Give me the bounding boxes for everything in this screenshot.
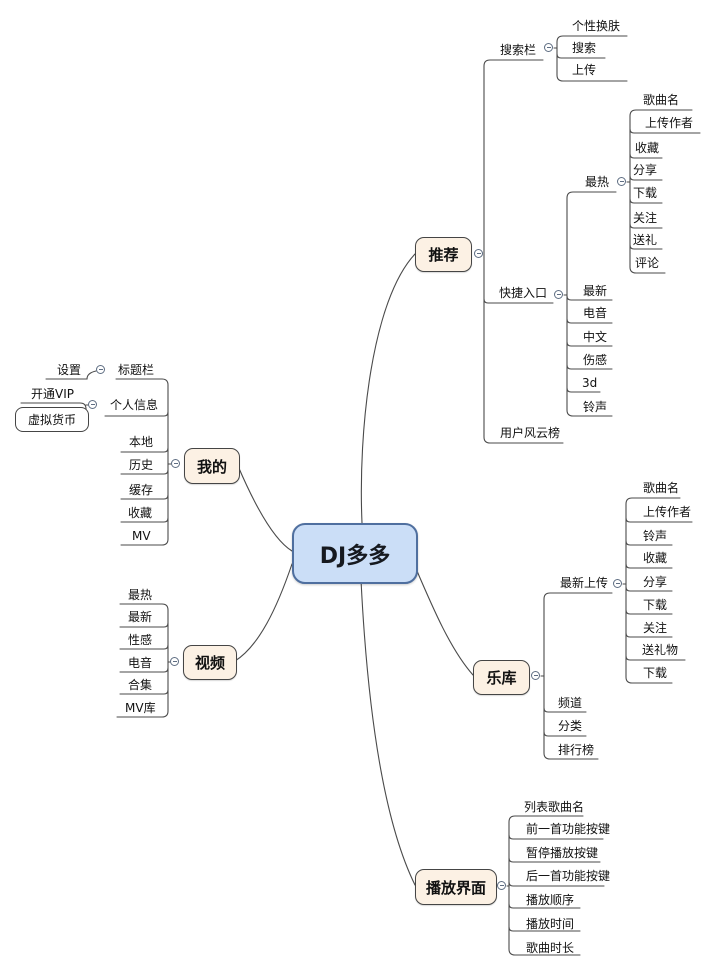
node-mv-library[interactable]: MV库 xyxy=(125,701,156,715)
node-favorite-1[interactable]: 收藏 xyxy=(635,141,660,155)
collapse-icon-hottest[interactable] xyxy=(617,177,626,186)
node-user-ranking[interactable]: 用户风云榜 xyxy=(500,426,561,440)
node-latest-upload[interactable]: 最新上传 xyxy=(560,576,609,590)
node-channel[interactable]: 频道 xyxy=(558,696,583,710)
node-follow-2[interactable]: 关注 xyxy=(643,621,668,635)
node-pause-button[interactable]: 暂停播放按键 xyxy=(526,846,599,860)
node-skin[interactable]: 个性换肤 xyxy=(572,19,621,33)
collapse-icon-recommend[interactable] xyxy=(474,249,483,258)
node-history[interactable]: 历史 xyxy=(129,458,154,472)
node-title-bar[interactable]: 标题栏 xyxy=(118,363,155,377)
node-category[interactable]: 分类 xyxy=(558,719,583,733)
collapse-icon-profile[interactable] xyxy=(88,400,97,409)
collapse-icon-search-bar[interactable] xyxy=(544,43,553,52)
node-mv[interactable]: MV xyxy=(132,529,151,543)
collapse-icon-mine[interactable] xyxy=(171,459,180,468)
node-search[interactable]: 搜索 xyxy=(572,41,597,55)
node-settings[interactable]: 设置 xyxy=(57,363,82,377)
node-upload[interactable]: 上传 xyxy=(572,63,597,77)
node-local[interactable]: 本地 xyxy=(129,435,154,449)
collapse-icon-music-library[interactable] xyxy=(531,671,540,680)
topic-recommend[interactable]: 推荐 xyxy=(415,237,472,272)
node-gift-1[interactable]: 送礼 xyxy=(633,233,658,247)
node-ringtone-2[interactable]: 铃声 xyxy=(643,529,668,543)
node-next-button[interactable]: 后一首功能按键 xyxy=(526,869,611,883)
node-electronic-1[interactable]: 电音 xyxy=(583,306,608,320)
collapse-icon-latest-upload[interactable] xyxy=(613,579,622,588)
node-sad[interactable]: 伤感 xyxy=(583,353,608,367)
node-vip[interactable]: 开通VIP xyxy=(31,387,74,401)
node-newest-2[interactable]: 最新 xyxy=(128,610,153,624)
node-ranking[interactable]: 排行榜 xyxy=(558,743,595,757)
node-collection[interactable]: 合集 xyxy=(128,678,153,692)
collapse-icon-title-bar[interactable] xyxy=(96,365,105,374)
node-song-name-2[interactable]: 歌曲名 xyxy=(643,481,680,495)
node-list-song-name[interactable]: 列表歌曲名 xyxy=(524,800,585,814)
collapse-icon-player-ui[interactable] xyxy=(497,881,506,890)
node-electronic-2[interactable]: 电音 xyxy=(128,656,153,670)
node-download-3[interactable]: 下载 xyxy=(643,666,668,680)
node-favorite-2[interactable]: 收藏 xyxy=(128,506,153,520)
node-play-time[interactable]: 播放时间 xyxy=(526,917,575,931)
node-song-duration[interactable]: 歌曲时长 xyxy=(526,941,575,955)
node-download-2[interactable]: 下载 xyxy=(643,598,668,612)
node-sexy[interactable]: 性感 xyxy=(128,633,153,647)
node-chinese[interactable]: 中文 xyxy=(583,330,608,344)
node-prev-button[interactable]: 前一首功能按键 xyxy=(526,822,611,836)
node-ringtone-1[interactable]: 铃声 xyxy=(583,400,608,414)
node-uploader-2[interactable]: 上传作者 xyxy=(643,505,692,519)
node-favorite-3[interactable]: 收藏 xyxy=(643,551,668,565)
node-share-1[interactable]: 分享 xyxy=(633,163,658,177)
node-comment[interactable]: 评论 xyxy=(635,256,660,270)
node-uploader-1[interactable]: 上传作者 xyxy=(645,116,694,130)
node-share-2[interactable]: 分享 xyxy=(643,575,668,589)
node-newest-1[interactable]: 最新 xyxy=(583,284,608,298)
node-gift-2[interactable]: 送礼物 xyxy=(642,643,679,657)
node-follow-1[interactable]: 关注 xyxy=(633,211,658,225)
node-download-1[interactable]: 下载 xyxy=(633,186,658,200)
node-search-bar[interactable]: 搜索栏 xyxy=(500,43,537,57)
node-cache[interactable]: 缓存 xyxy=(129,483,154,497)
node-play-order[interactable]: 播放顺序 xyxy=(526,893,575,907)
node-3d[interactable]: 3d xyxy=(582,376,598,390)
node-virtual-currency[interactable]: 虚拟货币 xyxy=(15,407,89,432)
node-hottest[interactable]: 最热 xyxy=(585,175,610,189)
node-song-name-1[interactable]: 歌曲名 xyxy=(643,93,680,107)
node-profile[interactable]: 个人信息 xyxy=(110,398,159,412)
topic-music-library[interactable]: 乐库 xyxy=(473,660,530,695)
node-hottest-2[interactable]: 最热 xyxy=(128,588,153,602)
topic-mine[interactable]: 我的 xyxy=(184,448,240,484)
topic-video[interactable]: 视频 xyxy=(183,645,237,680)
node-quick-entry[interactable]: 快捷入口 xyxy=(499,286,548,300)
central-topic[interactable]: DJ多多 xyxy=(292,523,418,584)
collapse-icon-quick-entry[interactable] xyxy=(554,290,563,299)
collapse-icon-video[interactable] xyxy=(170,657,179,666)
topic-player-ui[interactable]: 播放界面 xyxy=(415,869,497,905)
